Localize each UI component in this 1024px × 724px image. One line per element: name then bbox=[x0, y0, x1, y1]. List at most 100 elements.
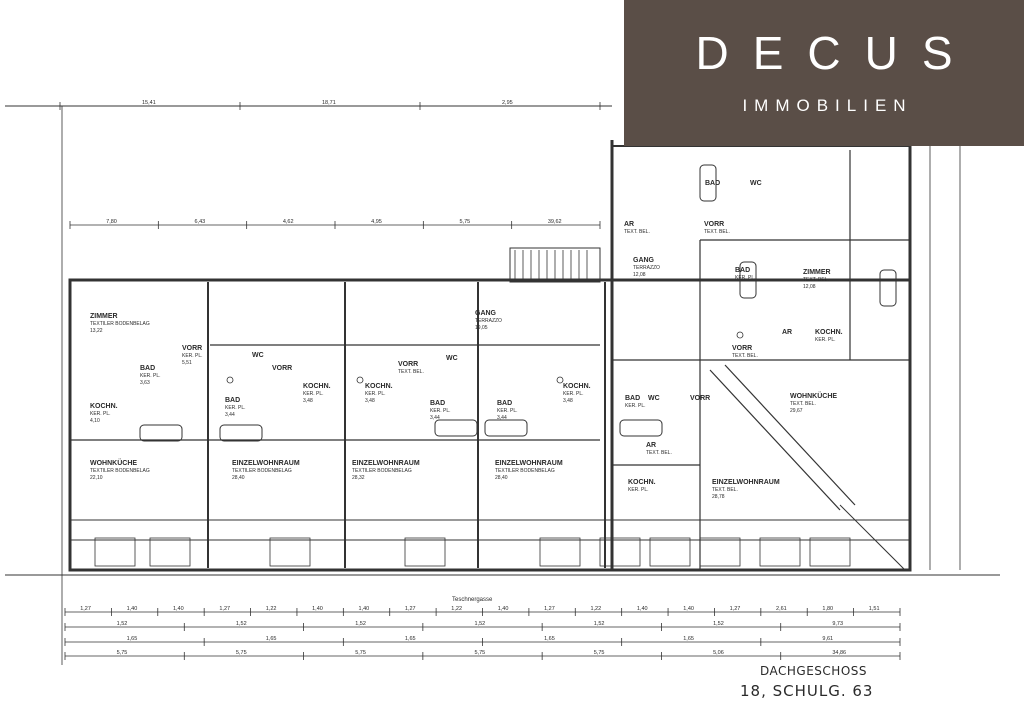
dimension-label: 34,86 bbox=[832, 650, 846, 656]
dimension-label: 1,65 bbox=[544, 636, 555, 642]
window bbox=[94, 537, 136, 567]
dimension-label: 1,40 bbox=[312, 606, 323, 612]
diagonal-wall bbox=[724, 364, 856, 506]
room-finish-bad-6: KER. PL. bbox=[735, 275, 756, 281]
dimension-label: 1,27 bbox=[544, 606, 555, 612]
dimension-label: 1,52 bbox=[713, 621, 724, 627]
room-area-bad-4: 3,44 bbox=[497, 415, 507, 421]
drawing-title-block: DACHGESCHOSS 18, SCHULG. 63 bbox=[740, 664, 873, 700]
dimension-label: 1,65 bbox=[266, 636, 277, 642]
room-label-bad-3: BAD bbox=[430, 400, 445, 407]
room-area-kochn-4: 3,48 bbox=[563, 398, 573, 404]
room-finish-kochn-3: KER. PL. bbox=[365, 391, 386, 397]
dimension-label: 5,75 bbox=[355, 650, 366, 656]
sink bbox=[736, 331, 744, 339]
dimension-label: 1,40 bbox=[683, 606, 694, 612]
room-label-vorr-5: VORR bbox=[732, 345, 752, 352]
room-label-kochn-6: KOCHN. bbox=[815, 329, 843, 336]
room-label-vorr-6: VORR bbox=[704, 221, 724, 228]
window bbox=[809, 537, 851, 567]
window bbox=[759, 537, 801, 567]
room-area-kochn-1: 4,10 bbox=[90, 418, 100, 424]
dimension-label: 4,62 bbox=[283, 219, 294, 225]
room-finish-kochn-1: KER. PL. bbox=[90, 411, 111, 417]
dimension-label: 9,61 bbox=[822, 636, 833, 642]
room-label-bad-2: BAD bbox=[225, 397, 240, 404]
sink bbox=[226, 376, 234, 384]
dimension-label: 1,22 bbox=[451, 606, 462, 612]
dimension-label: 1,65 bbox=[405, 636, 416, 642]
dimension-label: 6,43 bbox=[195, 219, 206, 225]
sink bbox=[356, 376, 364, 384]
dimension-label: 1,27 bbox=[219, 606, 230, 612]
address: 18, SCHULG. 63 bbox=[740, 682, 874, 700]
dimension-label: 5,75 bbox=[236, 650, 247, 656]
room-label-bad-7: BAD bbox=[705, 180, 720, 187]
room-label-wohnkueche-1: WOHNKÜCHE bbox=[90, 458, 137, 467]
room-finish-vorr-6: TEXT. BEL. bbox=[704, 229, 730, 235]
room-area-kochn-2: 3,48 bbox=[303, 398, 313, 404]
room-finish-kochn-6: KER. PL. bbox=[815, 337, 836, 343]
bathtub bbox=[219, 424, 263, 442]
dimension-label: 1,52 bbox=[355, 621, 366, 627]
bathtub bbox=[484, 419, 528, 437]
dimension-label: 7,80 bbox=[106, 219, 117, 225]
room-label-zimmer-1: ZIMMER bbox=[90, 313, 118, 320]
room-area-einzel-3: 28,40 bbox=[495, 475, 508, 481]
room-label-wc-3: WC bbox=[648, 395, 660, 402]
room-label-bad-5: BAD bbox=[625, 395, 640, 402]
dimension-label: 5,75 bbox=[594, 650, 605, 656]
dimension-label: 5,75 bbox=[460, 219, 471, 225]
dimension-label: 1,52 bbox=[117, 621, 128, 627]
room-finish-vorr-1: KER. PL. bbox=[182, 353, 203, 359]
window bbox=[149, 537, 191, 567]
room-area-vorr-1: 5,51 bbox=[182, 360, 192, 366]
room-label-vorr-2: VORR bbox=[272, 365, 292, 372]
room-finish-einzel-3: TEXTILER BODENBELAG bbox=[495, 468, 555, 474]
room-label-kochn-3: KOCHN. bbox=[365, 383, 393, 390]
dimension-label: 1,51 bbox=[869, 606, 880, 612]
window bbox=[269, 537, 311, 567]
dimension-label: 15,41 bbox=[142, 100, 156, 106]
street-label: Teschnergasse bbox=[452, 597, 493, 603]
dimension-label: 39,62 bbox=[548, 219, 562, 225]
dimension-label: 4,95 bbox=[371, 219, 382, 225]
room-finish-zimmer-1: TEXTILER BODENBELAG bbox=[90, 321, 150, 327]
dimension-label: 1,22 bbox=[590, 606, 601, 612]
window bbox=[539, 537, 581, 567]
room-area-gang-1: 19,05 bbox=[475, 325, 488, 331]
room-label-wc-1: WC bbox=[252, 352, 264, 359]
logo-wordmark: DECUS bbox=[695, 27, 977, 79]
dimension-label: 1,27 bbox=[405, 606, 416, 612]
diagonal-wall bbox=[839, 504, 906, 571]
dimension-label: 5,75 bbox=[117, 650, 128, 656]
dimension-label: 5,75 bbox=[475, 650, 486, 656]
room-area-zimmer-1: 13,22 bbox=[90, 328, 103, 334]
dimension-label: 2,61 bbox=[776, 606, 787, 612]
room-finish-kochn-2: KER. PL. bbox=[303, 391, 324, 397]
room-area-einzel-1: 28,40 bbox=[232, 475, 245, 481]
room-label-wohnkueche-2: WOHNKÜCHE bbox=[790, 391, 837, 400]
room-label-wc-4: WC bbox=[750, 180, 762, 187]
room-label-einzel-2: EINZELWOHNRAUM bbox=[352, 460, 420, 467]
dimension-label: 1,52 bbox=[594, 621, 605, 627]
room-label-ar-2: AR bbox=[782, 329, 792, 336]
room-label-einzel-1: EINZELWOHNRAUM bbox=[232, 460, 300, 467]
window bbox=[649, 537, 691, 567]
dimension-label: 1,40 bbox=[173, 606, 184, 612]
dimension-label: 1,22 bbox=[266, 606, 277, 612]
room-finish-gang-2: TERRAZZO bbox=[633, 265, 660, 271]
room-area-wohnkueche-1: 22,10 bbox=[90, 475, 103, 481]
bathtub bbox=[699, 164, 717, 202]
room-label-kochn-4: KOCHN. bbox=[563, 383, 591, 390]
dimension-label: 1,27 bbox=[80, 606, 91, 612]
window bbox=[599, 537, 641, 567]
logo-subtitle: IMMOBILIEN bbox=[742, 96, 913, 115]
dimension-label: 5,06 bbox=[713, 650, 724, 656]
dimension-label: 18,71 bbox=[322, 100, 336, 106]
room-finish-ar-3: TEXT. BEL. bbox=[624, 229, 650, 235]
room-finish-bad-3: KER. PL. bbox=[430, 408, 451, 414]
sink bbox=[556, 376, 564, 384]
